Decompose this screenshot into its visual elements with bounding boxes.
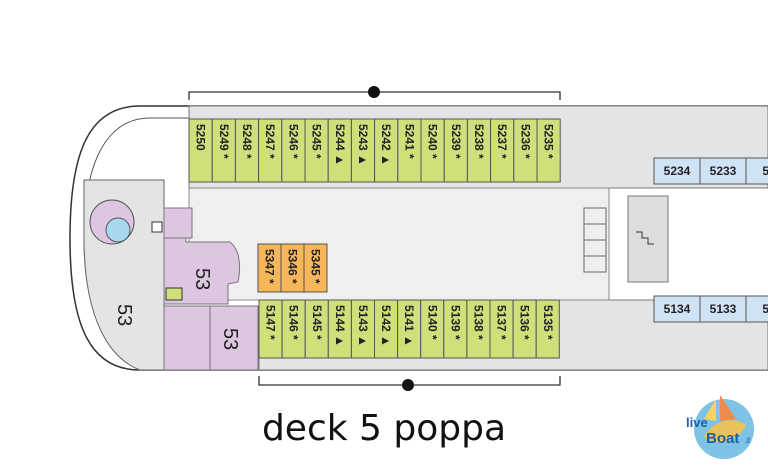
logo-word-1: live bbox=[686, 415, 708, 430]
cabin-label: 5141 ▲ bbox=[402, 305, 416, 347]
cabin-label: 5134 bbox=[664, 302, 691, 316]
cabin-label: 5233 bbox=[710, 164, 737, 178]
lower-bracket-dot bbox=[402, 379, 414, 391]
cabin-label: 5144 ▲ bbox=[333, 305, 347, 347]
upper-cabin-row: 5250 5249 * 5248 * 5247 * 5246 * 5245 * 5244 ▲… bbox=[188, 118, 561, 183]
pool-water bbox=[105, 217, 131, 243]
cabin-label: 5145 * bbox=[310, 305, 324, 340]
cabin-label: 5143 ▲ bbox=[356, 305, 370, 347]
cabin-label: 5133 bbox=[710, 302, 737, 316]
stairwell bbox=[627, 195, 669, 283]
cabin-label: 5237 * bbox=[495, 124, 509, 159]
cabin-label: 5142 ▲ bbox=[379, 305, 393, 347]
cabin-label: 5234 bbox=[664, 164, 691, 178]
public-area-lower-left bbox=[163, 305, 211, 371]
cabin-label: 5246 * bbox=[286, 124, 300, 159]
deck-caption: deck 5 poppa bbox=[261, 408, 507, 449]
cabin-label: 5139 * bbox=[448, 305, 462, 340]
cabin-label: 5248 * bbox=[240, 124, 254, 159]
logo-word-2: Boat bbox=[706, 430, 739, 447]
cabin-5134 bbox=[653, 295, 701, 323]
stairs-icon bbox=[636, 231, 654, 245]
cabin-5135 bbox=[535, 299, 560, 359]
cabin-label: 5140 * bbox=[425, 305, 439, 340]
area-label-low: 53 bbox=[219, 328, 241, 350]
cabin-label: 5245 * bbox=[310, 124, 324, 159]
cabin-label: 5147 * bbox=[264, 305, 278, 340]
cabin-label: 5146 * bbox=[287, 305, 301, 340]
logo-suffix: .it bbox=[744, 436, 751, 445]
cabin-label: 5346 * bbox=[286, 249, 300, 284]
corridor bbox=[188, 187, 610, 301]
cabin-label: 5345 * bbox=[309, 249, 323, 284]
cabin-label: 5238 * bbox=[472, 124, 486, 159]
middle-cabin-row: 5347 * 5346 * 5345 * bbox=[257, 243, 328, 293]
right-lower-cabin-row: 5134 5133 51 bbox=[653, 295, 768, 323]
cabin-label: 5240 * bbox=[426, 124, 440, 159]
service-icon bbox=[151, 221, 163, 233]
cabin-label: 5138 * bbox=[471, 305, 485, 340]
cabin-label: 5347 * bbox=[263, 249, 277, 284]
public-area-upper bbox=[163, 223, 241, 305]
liveboat-logo: live Boat .it bbox=[686, 395, 754, 459]
area-label-stern: 53 bbox=[113, 304, 135, 326]
cabin-label: 5247 * bbox=[263, 124, 277, 159]
area-label-mid: 53 bbox=[191, 268, 213, 290]
cabin-5235 bbox=[536, 118, 561, 183]
cabin-label: 5249 * bbox=[217, 124, 231, 159]
cabin-label: 5239 * bbox=[449, 124, 463, 159]
cabin-label: 5135 * bbox=[541, 305, 555, 340]
cabin-label: 5242 ▲ bbox=[379, 124, 393, 166]
cabin-label: 5241 * bbox=[402, 124, 416, 159]
cabin-5234 bbox=[653, 157, 701, 185]
cabin-label: 5250 bbox=[194, 124, 208, 151]
public-area-small bbox=[163, 207, 193, 239]
hull-outline bbox=[69, 105, 768, 371]
cabin-52 bbox=[745, 157, 768, 185]
cabin-label: 51 bbox=[762, 302, 768, 316]
cabin-label: 5137 * bbox=[495, 305, 509, 340]
upper-bracket-dot bbox=[368, 86, 380, 98]
right-upper-cabin-row: 5234 5233 52 bbox=[653, 157, 768, 185]
elevator-bank bbox=[583, 207, 607, 273]
lower-cabin-row: 5147 * 5146 * 5145 * 5144 ▲ 5143 ▲ 5142 ▲ 5141… bbox=[258, 299, 560, 359]
cabin-label: 5244 ▲ bbox=[333, 124, 347, 166]
cabin-label: 5243 ▲ bbox=[356, 124, 370, 166]
cabin-label: 5236 * bbox=[518, 124, 532, 159]
cabin-5345 bbox=[303, 243, 328, 293]
cabin-label: 5136 * bbox=[518, 305, 532, 340]
cabin-label: 52 bbox=[762, 164, 768, 178]
cabin-51 bbox=[745, 295, 768, 323]
cabin-label: 5235 * bbox=[542, 124, 556, 159]
restroom-icon bbox=[165, 287, 183, 301]
public-area-lower bbox=[209, 305, 259, 371]
